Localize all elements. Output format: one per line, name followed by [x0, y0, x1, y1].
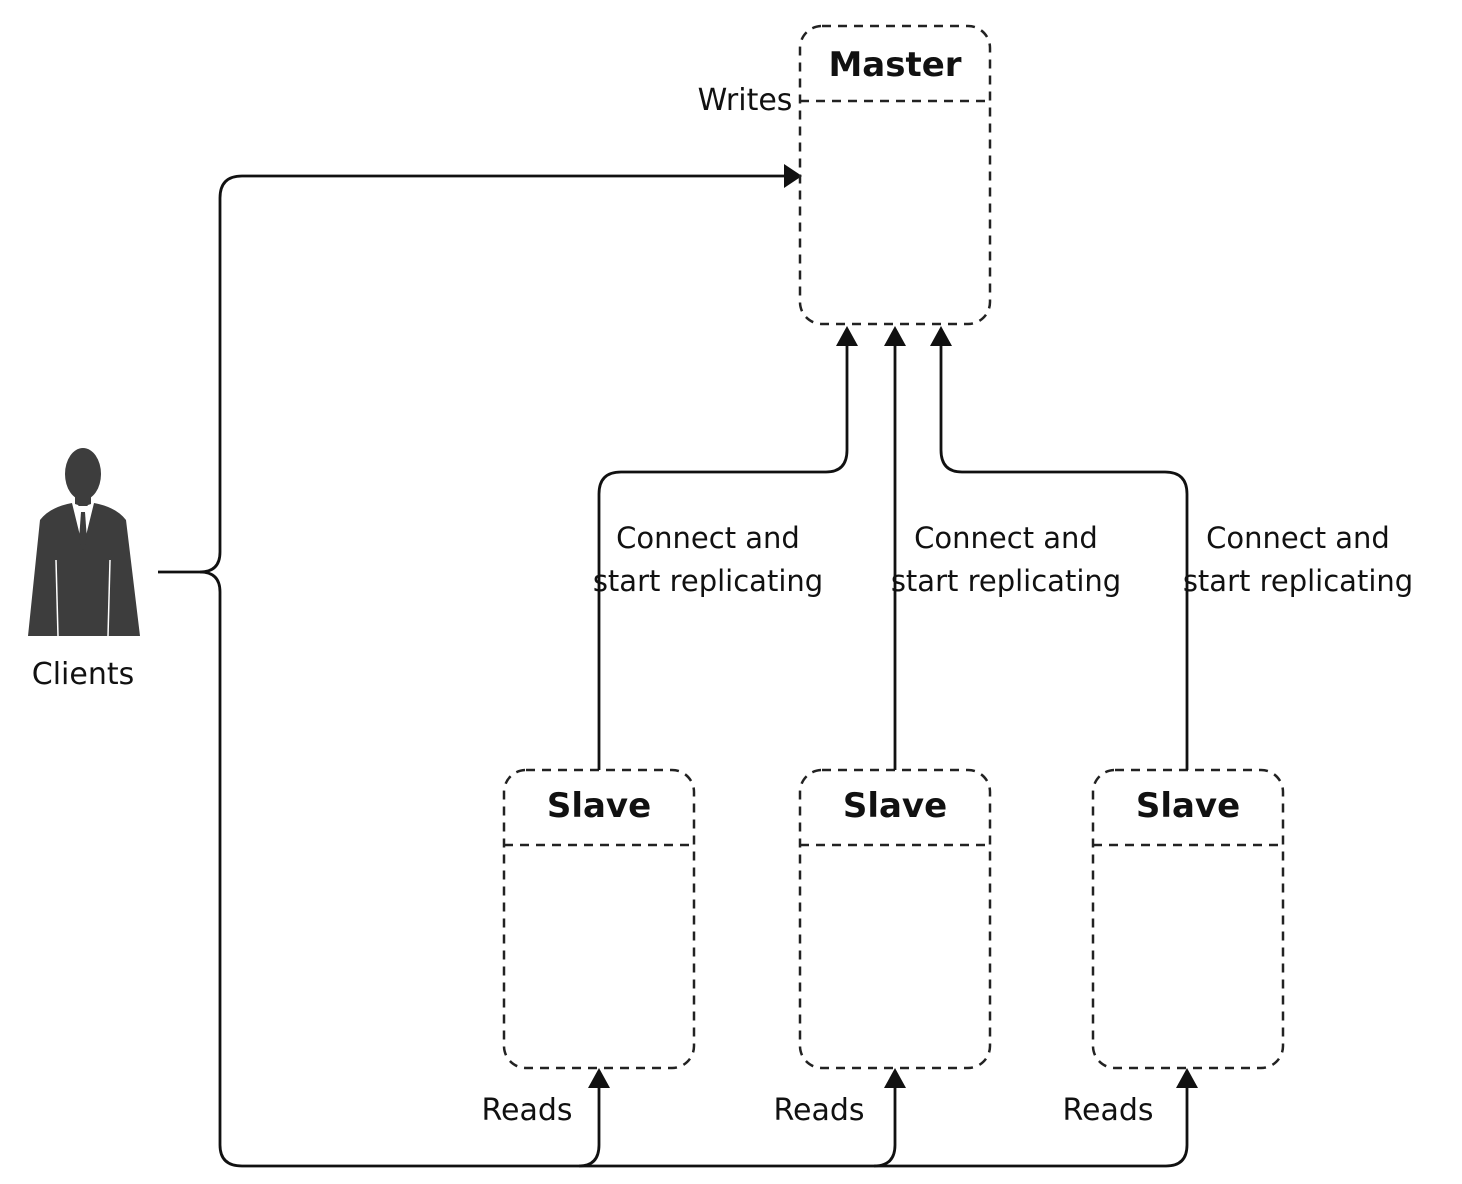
replication-arrowhead-3	[930, 326, 952, 346]
client-brace-lower	[199, 570, 1189, 1168]
clients-label: Clients	[32, 657, 134, 692]
replication-line-3	[939, 344, 1189, 770]
slave-box-1: Slave	[502, 768, 696, 1070]
master-box: Master	[798, 24, 992, 326]
writes-label: Writes	[698, 83, 793, 118]
reads-label: Reads	[481, 1093, 572, 1128]
client-brace	[158, 174, 788, 574]
slave-title: Slave	[1136, 786, 1240, 826]
replication-line-1	[597, 344, 849, 770]
replicate-label-line2: start replicating	[891, 564, 1121, 598]
slave-title: Slave	[547, 786, 651, 826]
person-icon	[28, 448, 140, 637]
replicate-label-line2: start replicating	[593, 564, 823, 598]
read-arrowhead-1	[588, 1068, 610, 1088]
slave-box-3: Slave	[1091, 768, 1285, 1070]
read-branch-1	[578, 1085, 601, 1168]
write-arrowhead	[784, 164, 802, 188]
replicate-label-line2: start replicating	[1183, 564, 1413, 598]
slave-title: Slave	[843, 786, 947, 826]
replicate-label-line1: Connect and	[1206, 521, 1390, 555]
read-arrowhead-3	[1176, 1068, 1198, 1088]
replication-arrowhead-2	[884, 326, 906, 346]
reads-label: Reads	[1062, 1093, 1153, 1128]
read-arrowhead-2	[884, 1068, 906, 1088]
replicate-label-line1: Connect and	[616, 521, 800, 555]
replicate-label-line1: Connect and	[914, 521, 1098, 555]
reads-label: Reads	[773, 1093, 864, 1128]
read-branch-2	[873, 1085, 897, 1168]
replication-arrowhead-1	[836, 326, 858, 346]
slave-box-2: Slave	[798, 768, 992, 1070]
master-title: Master	[828, 45, 961, 85]
